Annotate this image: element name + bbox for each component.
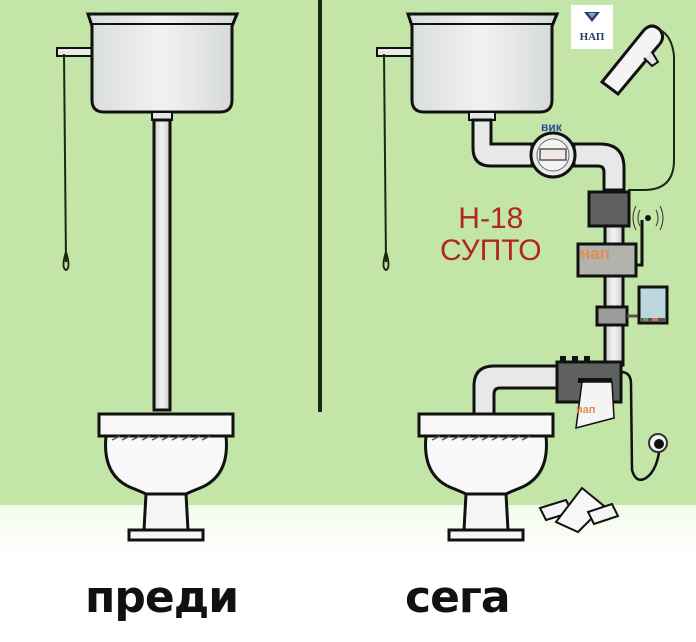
- fallen-receipts-icon: [538, 486, 620, 534]
- toilet-bowl-icon: [417, 412, 555, 542]
- power-socket-icon: [648, 433, 668, 453]
- nap-logo: НАП: [571, 5, 613, 49]
- flush-pipe: [152, 118, 172, 412]
- nap-device-icon: [576, 242, 638, 278]
- caption-before: преди: [85, 572, 239, 623]
- nap-logo-icon: [584, 12, 600, 22]
- receipt-label: нап: [576, 404, 596, 416]
- regulation-label: Н-18 СУПТО: [440, 203, 542, 267]
- receipt-printer-icon: [555, 356, 623, 430]
- toilet-bowl-icon: [97, 412, 235, 542]
- surveillance-camera-icon: [599, 24, 675, 191]
- nap-device-label: нап: [580, 244, 610, 263]
- antenna-icon: [632, 205, 664, 267]
- before-toilet: [56, 12, 240, 542]
- receipt-icon: [575, 381, 615, 430]
- payment-terminal-icon: [637, 285, 669, 325]
- nap-logo-text: НАП: [579, 31, 605, 43]
- cistern-icon: [85, 12, 240, 114]
- cistern-icon: [405, 12, 560, 114]
- water-meter-icon: [529, 131, 577, 179]
- water-meter-label: вик: [541, 120, 562, 134]
- panel-divider: [318, 0, 322, 412]
- regulation-line-1: Н-18: [458, 202, 524, 235]
- now-toilet: [376, 12, 675, 542]
- pipe-coupler: [595, 305, 629, 327]
- caption-now: сега: [405, 572, 511, 623]
- regulation-line-2: СУПТО: [440, 234, 542, 267]
- pull-chain-icon: [56, 47, 98, 272]
- fiscal-module-icon: [587, 190, 631, 228]
